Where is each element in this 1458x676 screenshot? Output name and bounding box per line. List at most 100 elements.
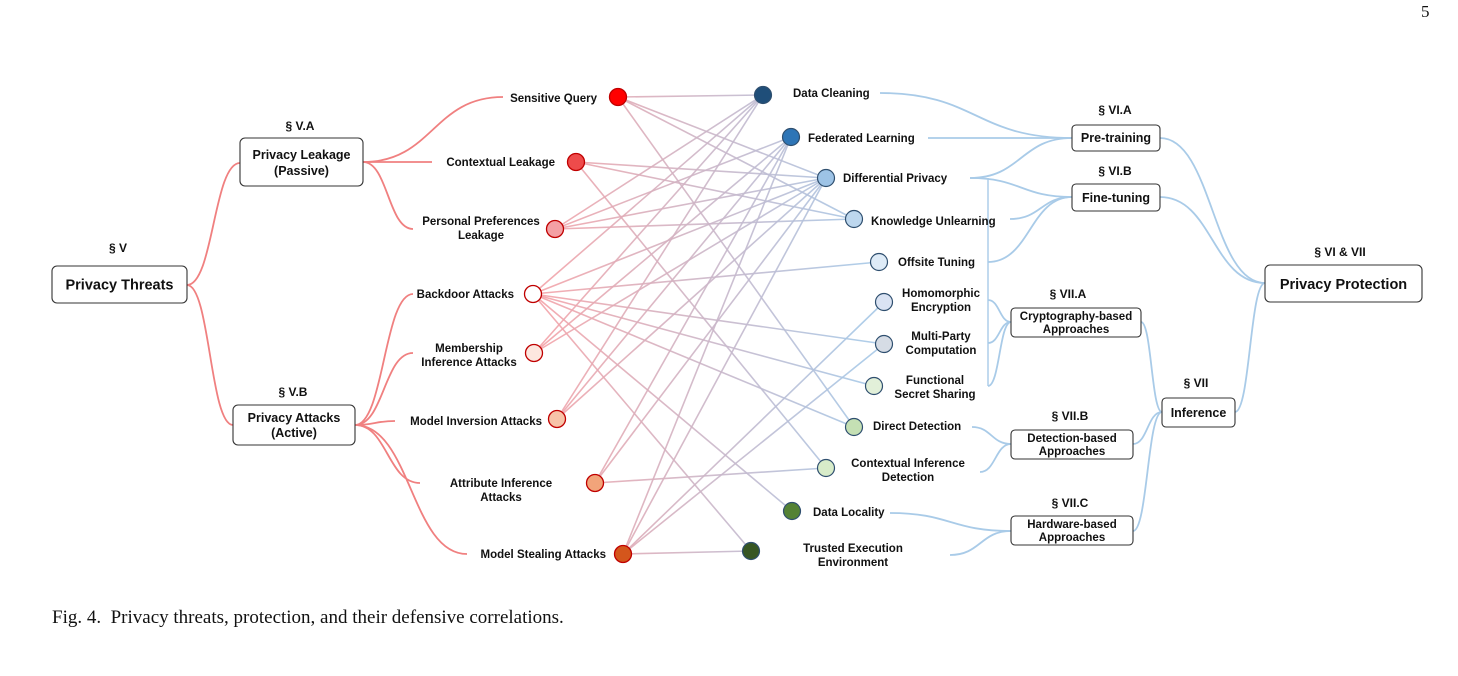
threat-node-7 <box>613 544 633 564</box>
link-18 <box>532 293 752 552</box>
inference-box <box>1161 397 1236 428</box>
branch-attacks-item-4 <box>354 424 468 555</box>
page-number: 5 <box>1421 2 1430 21</box>
branch-pretraining-to-root <box>1159 137 1266 284</box>
privacy-attacks-title: Privacy Attacks <box>248 411 341 425</box>
link-10 <box>554 218 855 230</box>
defense-label-trusted-execution-line2: Environment <box>818 557 888 569</box>
protection-section-label: § VI & VII <box>1314 245 1365 259</box>
inference-section-label: § VII <box>1184 376 1209 390</box>
branch-defense-to-stage-11 <box>889 512 1012 532</box>
detection-label-line2: Approaches <box>1039 446 1105 458</box>
branch-defense-to-stage-4 <box>1009 196 1073 220</box>
protection-branch-connectors <box>879 92 1266 556</box>
link-19 <box>533 94 764 354</box>
privacy-leakage-title: Privacy Leakage <box>253 148 351 162</box>
finetuning-label: Fine-tuning <box>1082 191 1150 205</box>
link-14 <box>532 293 885 345</box>
link-30 <box>622 301 885 555</box>
leakage-section-label: § V.A <box>286 119 315 133</box>
defense-label-differential-privacy: Differential Privacy <box>843 173 948 185</box>
threat-label-attribute-inference-line2: Attacks <box>480 492 522 504</box>
finetuning-box <box>1071 183 1161 212</box>
defense-label-knowledge-unlearning: Knowledge Unlearning <box>871 216 996 228</box>
link-28 <box>622 136 792 555</box>
threat-label-attribute-inference: Attribute Inference <box>450 478 552 490</box>
branch-inference-to-root <box>1234 282 1266 413</box>
link-4 <box>575 161 827 179</box>
defense-node-2 <box>816 168 836 188</box>
threat-label-backdoor: Backdoor Attacks <box>417 289 514 301</box>
defense-node-7 <box>864 376 884 396</box>
defense-label-offsite-tuning: Offsite Tuning <box>898 257 975 269</box>
link-13 <box>532 261 880 295</box>
defense-label-homomorphic: Homomorphic <box>902 288 981 300</box>
crypto-label: Cryptography-based <box>1020 311 1132 323</box>
branch-defense-to-stage-9 <box>971 426 1012 445</box>
figure-caption: Fig. 4. Privacy threats, protection, and… <box>52 607 564 628</box>
privacy-leakage-subtitle: (Passive) <box>274 164 329 178</box>
threat-node-6 <box>585 473 605 493</box>
threat-node-2 <box>545 219 565 239</box>
branch-defense-to-stage-2 <box>969 137 1073 179</box>
link-16 <box>532 293 855 428</box>
threat-label-membership-line2: Inference Attacks <box>421 357 516 369</box>
branch-defense-to-stage-5 <box>987 196 1073 263</box>
detection-box <box>1010 429 1134 460</box>
defense-label-data-cleaning: Data Cleaning <box>793 88 870 100</box>
link-27 <box>594 467 827 484</box>
defense-label-functional-line2: Secret Sharing <box>894 389 975 401</box>
branch-leakage-item-2 <box>362 161 414 230</box>
privacy-protection-title: Privacy Protection <box>1280 277 1407 293</box>
privacy-attacks-subtitle: (Active) <box>271 426 317 440</box>
link-0 <box>617 94 764 98</box>
branch-attacks-item-1 <box>354 352 414 426</box>
hardware-section-label: § VII.C <box>1052 496 1089 510</box>
link-11 <box>532 94 764 295</box>
threat-node-4 <box>524 343 544 363</box>
link-3 <box>617 96 855 428</box>
defense-label-direct-detection: Direct Detection <box>873 421 961 433</box>
link-26 <box>594 177 827 484</box>
threat-defense-links <box>532 94 885 555</box>
finetuning-section-label: § VI.B <box>1098 164 1132 178</box>
defense-label-multi-party: Multi-Party <box>911 331 971 343</box>
threat-label-model-stealing: Model Stealing Attacks <box>481 549 606 561</box>
defense-node-10 <box>782 501 802 521</box>
privacy-attacks-box <box>232 404 356 446</box>
link-25 <box>594 136 792 484</box>
privacy-protection-box <box>1264 264 1423 303</box>
link-20 <box>533 136 792 354</box>
branch-defense-to-stage-0 <box>879 92 1073 139</box>
threats-section-label: § V <box>109 241 127 255</box>
threat-branch-connectors <box>186 96 504 555</box>
threat-node-3 <box>523 284 543 304</box>
pretraining-box <box>1071 124 1161 152</box>
link-23 <box>556 136 792 420</box>
branch-attacks-item-3 <box>354 424 421 484</box>
defense-label-multi-party-line2: Computation <box>906 345 977 357</box>
inference-label: Inference <box>1171 406 1227 420</box>
link-22 <box>556 94 764 420</box>
defense-node-0 <box>753 85 773 105</box>
branch-defense-to-stage-8 <box>987 321 1012 387</box>
link-8 <box>554 136 792 230</box>
link-31 <box>622 343 885 555</box>
crypto-label-line2: Approaches <box>1043 324 1109 336</box>
threat-nodes <box>523 87 633 564</box>
defense-label-functional: Functional <box>906 375 964 387</box>
privacy-threats-box <box>51 265 188 304</box>
crypto-section-label: § VII.A <box>1050 287 1087 301</box>
link-1 <box>617 96 827 179</box>
privacy-leakage-box <box>239 137 364 187</box>
link-5 <box>575 161 855 220</box>
defense-label-contextual-inference-line2: Detection <box>882 472 934 484</box>
branch-crypto-to-inference <box>1140 321 1163 413</box>
link-7 <box>554 94 764 230</box>
link-24 <box>556 177 827 420</box>
threat-label-model-inversion: Model Inversion Attacks <box>410 416 542 428</box>
link-21 <box>533 177 827 354</box>
pretraining-label: Pre-training <box>1081 131 1151 145</box>
detection-label: Detection-based <box>1027 433 1116 445</box>
